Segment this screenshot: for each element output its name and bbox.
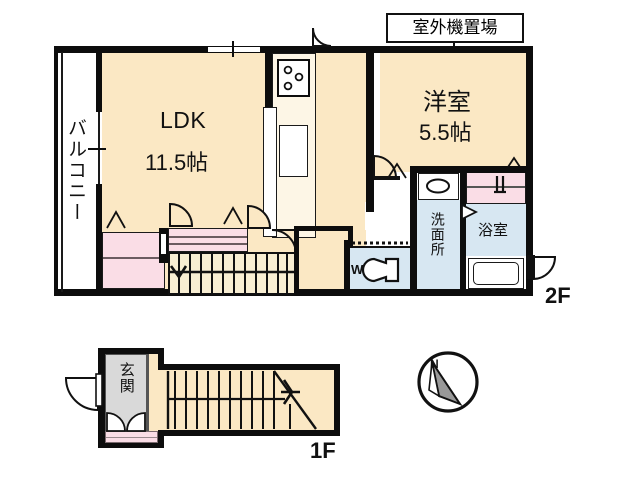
shoe-cabinet-line	[106, 437, 157, 438]
ldk-closet-b-line2	[169, 243, 247, 245]
wall-exterior-left	[54, 46, 58, 296]
floor-1f-label: 1F	[310, 438, 336, 463]
wall-1f-right	[334, 364, 340, 436]
washroom-label: 洗面所	[429, 212, 446, 257]
outdoor-unit-label-balloon: 室外機置場	[386, 13, 524, 43]
wc-label: WC	[351, 262, 374, 277]
ldk-closet-a-outline	[102, 232, 165, 289]
ldk-closet-b-outline	[168, 228, 248, 252]
wall-wc-left	[344, 240, 350, 295]
staircase-2f-area	[168, 252, 296, 295]
wall-1f-top-left	[98, 348, 164, 354]
compass-north-letter: N	[430, 357, 439, 371]
bedroom-size-label: 5.5帖	[419, 120, 472, 145]
closet-divider-notch	[161, 234, 166, 254]
entrance-label: 玄関	[117, 362, 135, 394]
ldk-closet-a-divider	[103, 257, 164, 259]
wall-exterior-top-bedroom	[366, 46, 533, 53]
balcony-window-tick	[88, 148, 106, 150]
wall-1f-entry-right	[158, 430, 164, 448]
bedroom-closet-shelf-line	[467, 186, 525, 188]
wall-1f-step	[158, 348, 164, 370]
wall-hall-top	[294, 226, 352, 231]
ldk-closet-a-fill	[102, 232, 165, 289]
ldk-closet-b-line1	[169, 236, 247, 238]
wall-kitchen-partition	[265, 52, 272, 144]
ldk-size-label: 11.5帖	[145, 150, 209, 175]
wc-top-outline	[350, 246, 410, 248]
wash-basin-icon	[418, 173, 459, 200]
wall-1f-bottom-left	[98, 442, 164, 448]
outdoor-unit-label: 室外機置場	[412, 18, 498, 38]
wall-stair-right	[294, 230, 299, 295]
wall-1f-top-right	[158, 364, 340, 370]
compass-icon: N	[416, 350, 480, 414]
floor-2f-label: 2F	[545, 283, 571, 308]
entrance-outline	[105, 354, 147, 431]
ldk-window-mullion	[232, 41, 234, 57]
compass-rose: N	[417, 351, 479, 413]
balcony-rail-line	[61, 52, 63, 292]
balcony-label: バルコニー	[65, 118, 86, 223]
floor-2f-group: 室外機置場 バルコニー LDK 11.5帖	[54, 13, 571, 308]
wall-bedroom-left-lower	[366, 186, 374, 212]
ldk-window-glass	[208, 47, 260, 52]
wall-1f-bottom-right	[158, 430, 340, 436]
entrance-corridor-strip	[147, 354, 158, 431]
ldk-label: LDK	[160, 107, 207, 133]
bathtub-inner	[473, 262, 519, 285]
kitchen-sink-icon	[279, 125, 308, 177]
wall-hall-right	[348, 226, 353, 248]
wall-bathroom-left	[460, 173, 466, 295]
stove-icon	[277, 59, 310, 97]
bedroom-floor-fill	[380, 52, 532, 172]
floor-1f-group: 玄関	[0, 330, 624, 480]
washroom-floor-fill	[417, 200, 460, 289]
wall-1f-left	[98, 348, 105, 448]
wall-ldk-bedroom	[366, 46, 374, 186]
wall-washroom-left	[410, 166, 417, 295]
bedroom-label: 洋室	[423, 89, 471, 116]
ldk-closet-b-fill	[168, 228, 248, 252]
kitchen-cabinet	[263, 107, 277, 237]
entrance-corridor-edge	[147, 354, 149, 431]
bathroom-label: 浴室	[478, 222, 509, 239]
wall-washroom-top	[410, 166, 530, 173]
bedroom-closet-outline	[466, 172, 526, 204]
